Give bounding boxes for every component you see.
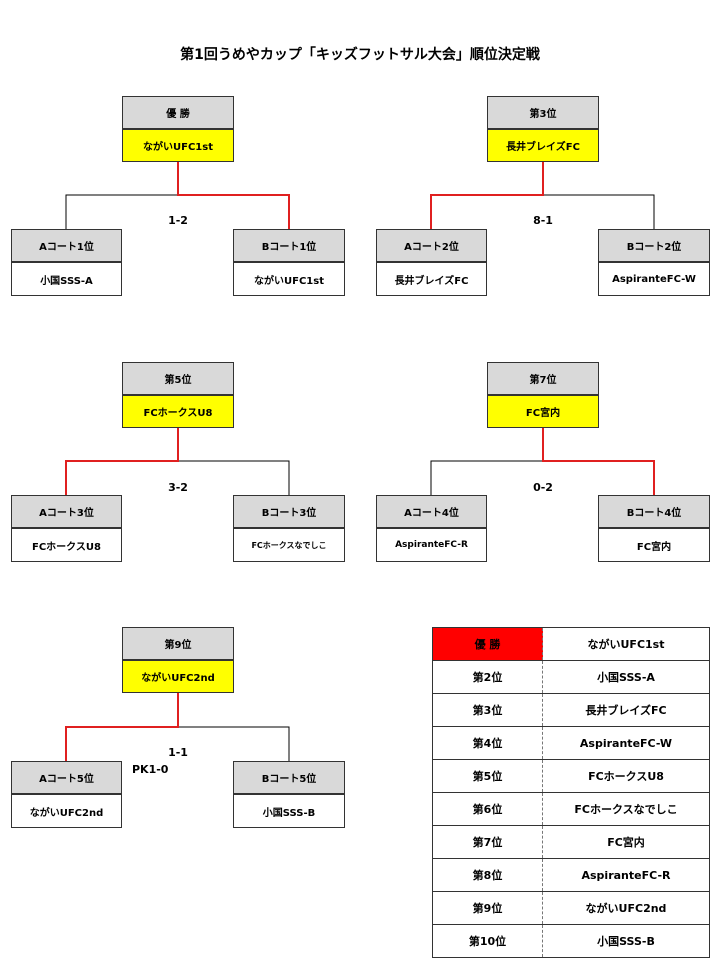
- winner-connector-line: [430, 162, 544, 229]
- left-team: 小国SSS-A: [11, 262, 122, 296]
- right-court-label: Bコート1位: [233, 229, 345, 262]
- place-header: 第3位: [487, 96, 599, 129]
- place-header: 優 勝: [122, 96, 234, 129]
- ranking-team: 小国SSS-B: [542, 924, 710, 958]
- winner-team: FCホークスU8: [122, 395, 234, 428]
- match-score: 0-2: [533, 481, 553, 494]
- loser-connector-line: [65, 194, 178, 229]
- winner-team: FC宮内: [487, 395, 599, 428]
- left-court-label: Aコート4位: [376, 495, 487, 528]
- place-header: 第9位: [122, 627, 234, 660]
- ranking-team: 小国SSS-A: [542, 660, 710, 694]
- pk-score: PK1-0: [132, 763, 169, 776]
- ranking-row: 第9位ながいUFC2nd: [432, 891, 710, 925]
- ranking-place: 第5位: [432, 759, 543, 793]
- ranking-row: 第10位小国SSS-B: [432, 924, 710, 958]
- ranking-place: 第9位: [432, 891, 543, 925]
- place-header: 第7位: [487, 362, 599, 395]
- right-team: FC宮内: [598, 528, 710, 562]
- left-court-label: Aコート3位: [11, 495, 122, 528]
- ranking-place: 第10位: [432, 924, 543, 958]
- ranking-team: FCホークスU8: [542, 759, 710, 793]
- ranking-team: AspiranteFC-W: [542, 726, 710, 760]
- right-team: ながいUFC1st: [233, 262, 345, 296]
- left-court-label: Aコート2位: [376, 229, 487, 262]
- right-team: FCホークスなでしこ: [233, 528, 345, 562]
- ranking-place: 第2位: [432, 660, 543, 694]
- winner-connector-line: [65, 428, 179, 495]
- winner-team: ながいUFC1st: [122, 129, 234, 162]
- ranking-team: FC宮内: [542, 825, 710, 859]
- left-court-label: Aコート5位: [11, 761, 122, 794]
- right-team: AspiranteFC-W: [598, 262, 710, 296]
- match-score: 3-2: [168, 481, 188, 494]
- right-court-label: Bコート2位: [598, 229, 710, 262]
- loser-connector-line: [178, 460, 290, 495]
- ranking-place: 第6位: [432, 792, 543, 826]
- ranking-team: 長井ブレイズFC: [542, 693, 710, 727]
- right-court-label: Bコート3位: [233, 495, 345, 528]
- place-header: 第5位: [122, 362, 234, 395]
- winner-connector-line: [177, 162, 290, 229]
- ranking-team: AspiranteFC-R: [542, 858, 710, 892]
- winner-connector-line: [65, 693, 179, 761]
- loser-connector-line: [430, 460, 543, 495]
- ranking-place: 第4位: [432, 726, 543, 760]
- right-team: 小国SSS-B: [233, 794, 345, 828]
- page-title: 第1回うめやカップ「キッズフットサル大会」順位決定戦: [180, 47, 540, 63]
- match-score: 1-1: [168, 746, 188, 759]
- left-court-label: Aコート1位: [11, 229, 122, 262]
- left-team: ながいUFC2nd: [11, 794, 122, 828]
- left-team: FCホークスU8: [11, 528, 122, 562]
- ranking-place: 第8位: [432, 858, 543, 892]
- winner-team: 長井ブレイズFC: [487, 129, 599, 162]
- match-score: 1-2: [168, 214, 188, 227]
- ranking-team: ながいUFC1st: [542, 627, 710, 661]
- ranking-place: 第3位: [432, 693, 543, 727]
- match-score: 8-1: [533, 214, 553, 227]
- loser-connector-line: [178, 726, 290, 761]
- left-team: 長井ブレイズFC: [376, 262, 487, 296]
- left-team: AspiranteFC-R: [376, 528, 487, 562]
- right-court-label: Bコート5位: [233, 761, 345, 794]
- ranking-row: 優 勝ながいUFC1st: [432, 627, 710, 661]
- winner-connector-line: [542, 428, 655, 495]
- ranking-row: 第3位長井ブレイズFC: [432, 693, 710, 727]
- loser-connector-line: [543, 194, 655, 229]
- ranking-place: 優 勝: [432, 627, 543, 661]
- ranking-place: 第7位: [432, 825, 543, 859]
- winner-team: ながいUFC2nd: [122, 660, 234, 693]
- right-court-label: Bコート4位: [598, 495, 710, 528]
- ranking-row: 第2位小国SSS-A: [432, 660, 710, 694]
- ranking-team: FCホークスなでしこ: [542, 792, 710, 826]
- ranking-team: ながいUFC2nd: [542, 891, 710, 925]
